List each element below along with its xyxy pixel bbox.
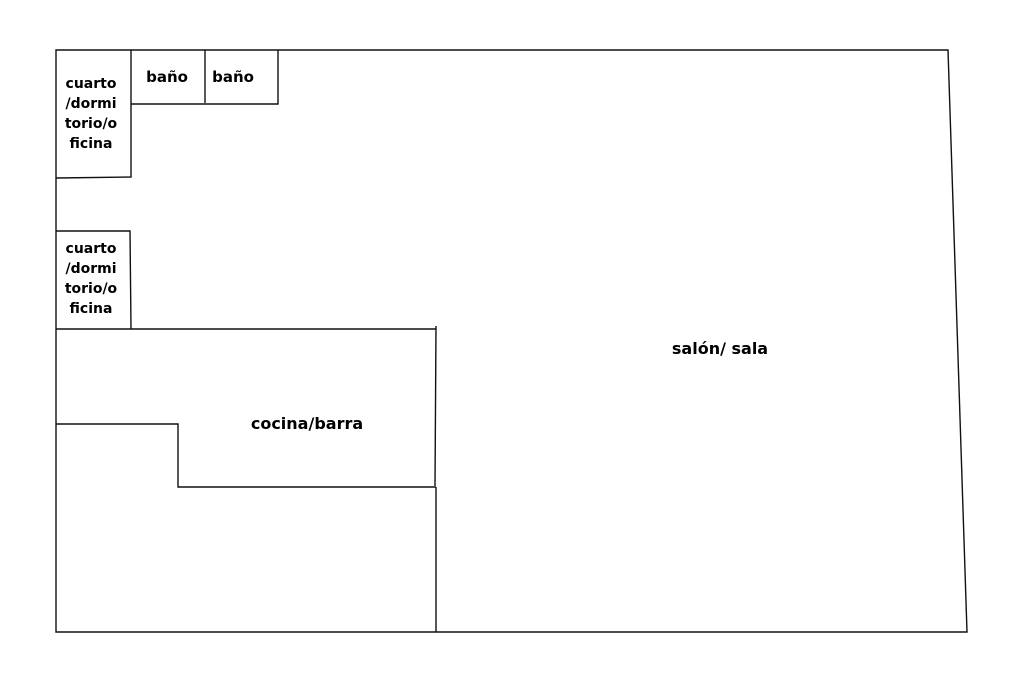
bedroom-2-label: cuarto /dormi torio/o ficina xyxy=(64,241,118,317)
outer-wall xyxy=(55,49,968,633)
living-room-label: salón/ sala xyxy=(671,339,769,358)
bedroom-1-label: cuarto /dormi torio/o ficina xyxy=(64,76,118,152)
kitchen-counter-wall xyxy=(56,423,436,488)
bedroom-1-wall xyxy=(55,50,132,179)
kitchen-label: cocina/barra xyxy=(250,414,364,433)
bedroom-2-wall xyxy=(56,230,132,330)
bathroom-wall xyxy=(131,50,279,105)
bathroom-2-label: baño xyxy=(212,68,254,86)
kitchen-right-wall xyxy=(434,325,437,487)
bathroom-1-label: baño xyxy=(146,68,188,86)
